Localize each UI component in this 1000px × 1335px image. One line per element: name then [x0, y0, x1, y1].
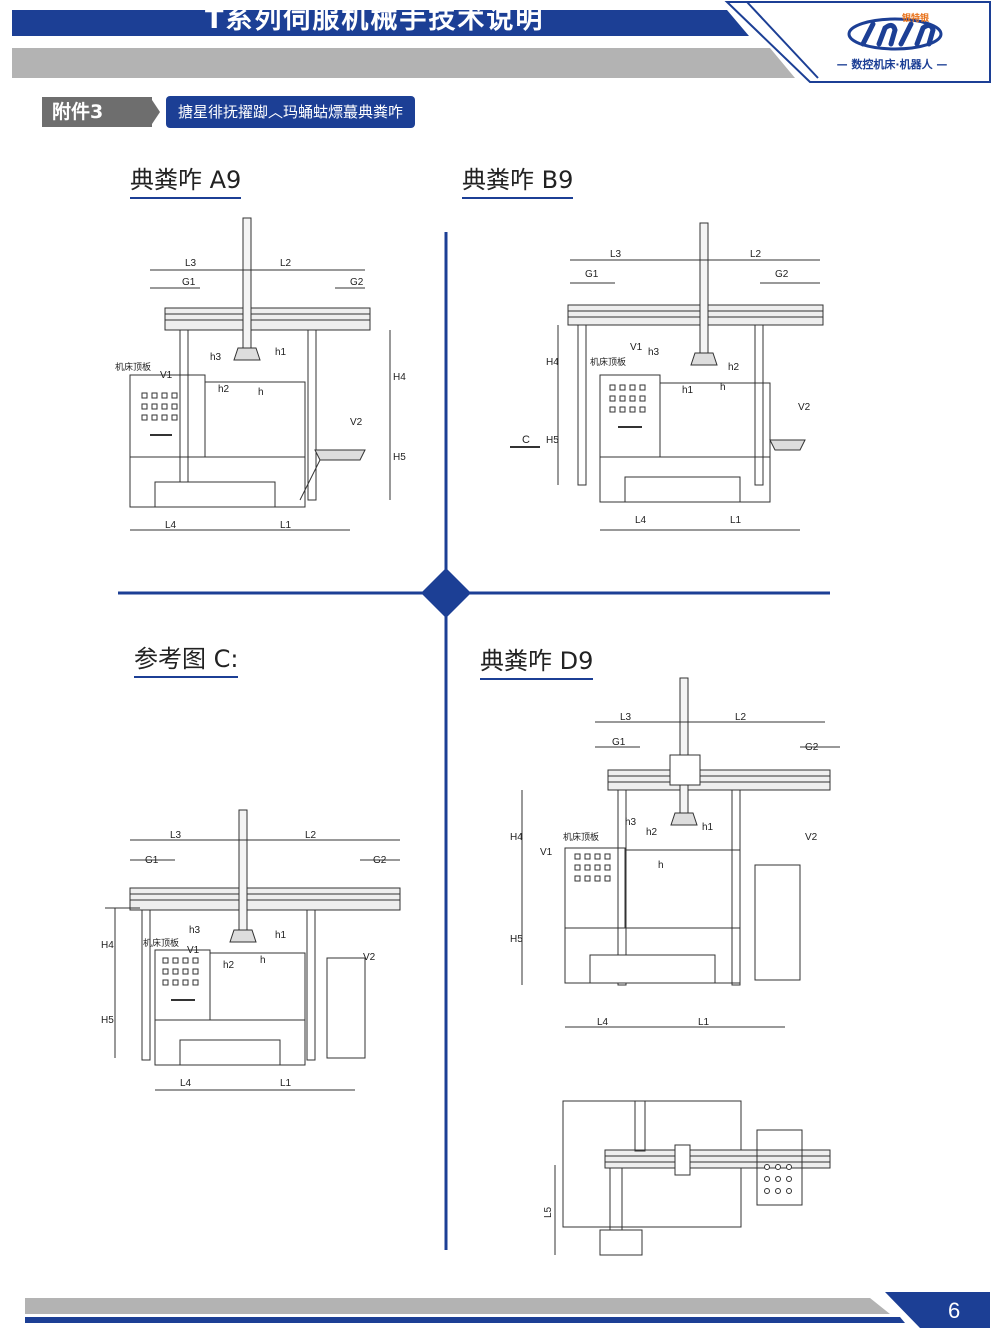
dim-l3-d: L3 [620, 712, 632, 723]
dim-g2-d: G2 [805, 742, 819, 753]
dim-v1-b: V1 [630, 342, 643, 353]
dim-h1-a: h1 [275, 347, 287, 358]
dim-h5-b: H5 [546, 435, 559, 446]
appendix-tag-arrow [150, 97, 160, 127]
section-subtitle: 搪星徘抚擢踋︿玛蛹蛄熛蕞典粪咋 [166, 96, 416, 128]
logo-subtitle: — 数控机床·机器人 — [836, 58, 948, 71]
footer-banner [25, 1292, 990, 1328]
dim-h1-b: h1 [682, 385, 694, 396]
dim-h2-b: h2 [728, 362, 740, 373]
dim-g2-b: G2 [775, 269, 789, 280]
dim-h3-d: h3 [625, 817, 637, 828]
dim-l3-a: L3 [185, 258, 197, 269]
dim-h4-c: H4 [101, 940, 114, 951]
dim-l5-d: L5 [543, 1206, 554, 1218]
dim-v1-a: V1 [160, 370, 173, 381]
dim-l4-a: L4 [165, 520, 177, 531]
dim-h-b: h [720, 382, 726, 393]
dim-h2-d: h2 [646, 827, 658, 838]
dim-l1-c: L1 [280, 1078, 292, 1089]
dim-h5-d: H5 [510, 934, 523, 945]
figure-title-b: 典粪咋 B9 [462, 165, 574, 199]
figure-title-d: 典粪咋 D9 [480, 646, 594, 680]
dim-v2-d: V2 [805, 832, 818, 843]
machine-top-label-d: 机床顶板 [563, 831, 599, 842]
dim-l2-b: L2 [750, 249, 762, 260]
page-number: 6 [948, 1298, 961, 1323]
dim-h3-c: h3 [189, 925, 201, 936]
machine-top-label-a: 机床顶板 [115, 361, 151, 372]
dim-l1-b: L1 [730, 515, 742, 526]
diagram-c: L3 L2 G1 G2 L4 L1 H4 H5 V1 h3 h1 h2 h V2… [101, 809, 401, 1091]
dim-h4-b: H4 [546, 357, 559, 368]
dim-l2-d: L2 [735, 712, 747, 723]
dim-l4-b: L4 [635, 515, 647, 526]
dim-h1-c: h1 [275, 930, 287, 941]
dim-v2-a: V2 [350, 417, 363, 428]
dim-l3-c: L3 [170, 830, 182, 841]
diagram-a: L3 L2 G1 G2 L4 L1 H4 H5 V2 V1 h3 h1 h2 h… [115, 217, 406, 531]
logo-mini-text: 银特银 [902, 14, 930, 24]
dim-l4-c: L4 [180, 1078, 192, 1089]
dim-h4-d: H4 [510, 832, 523, 843]
machine-top-label-c: 机床顶板 [143, 937, 179, 948]
dim-h3-b: h3 [648, 347, 660, 358]
dim-l1-d: L1 [698, 1017, 710, 1028]
dim-h-d: h [658, 860, 664, 871]
dim-h-c: h [260, 955, 266, 966]
dim-l2-c: L2 [305, 830, 317, 841]
machine-top-label-b: 机床顶板 [590, 356, 626, 367]
dim-l4-d: L4 [597, 1017, 609, 1028]
diagram-d-top-view: L5 [543, 1100, 831, 1256]
dim-h-a: h [258, 387, 264, 398]
dim-v2-c: V2 [363, 952, 376, 963]
dim-v2-b: V2 [798, 402, 811, 413]
dim-h2-a: h2 [218, 384, 230, 395]
dim-l2-a: L2 [280, 258, 292, 269]
diagram-d: L3 L2 G1 G2 L4 L1 H4 H5 V1 h3 h2 h1 h V2… [510, 677, 840, 1028]
dim-h2-c: h2 [223, 960, 235, 971]
dim-h1-d: h1 [702, 822, 714, 833]
dim-g1-c: G1 [145, 855, 159, 866]
dim-v1-d: V1 [540, 847, 553, 858]
dim-g2-c: G2 [373, 855, 387, 866]
dim-l1-a: L1 [280, 520, 292, 531]
dim-h4-a: H4 [393, 372, 406, 383]
dim-g2-a: G2 [350, 277, 364, 288]
figure-title-c: 参考图 C: [134, 644, 239, 678]
dim-v1-c: V1 [187, 945, 200, 956]
page-title: T系列伺服机械手技术说明 [205, 4, 545, 35]
appendix-tag: 附件3 [42, 97, 152, 127]
dim-h5-a: H5 [393, 452, 406, 463]
diagram-b: L3 L2 G1 G2 L4 L1 H4 H5 V2 V1 h3 h1 h2 h… [510, 222, 824, 531]
dim-h3-a: h3 [210, 352, 222, 363]
dim-g1-b: G1 [585, 269, 599, 280]
logo-icon [847, 17, 943, 51]
dim-g1-d: G1 [612, 737, 626, 748]
figure-title-a: 典粪咋 A9 [130, 165, 242, 199]
dim-g1-a: G1 [182, 277, 196, 288]
section-c-marker: C [522, 434, 530, 446]
dim-h5-c: H5 [101, 1015, 114, 1026]
dim-l3-b: L3 [610, 249, 622, 260]
